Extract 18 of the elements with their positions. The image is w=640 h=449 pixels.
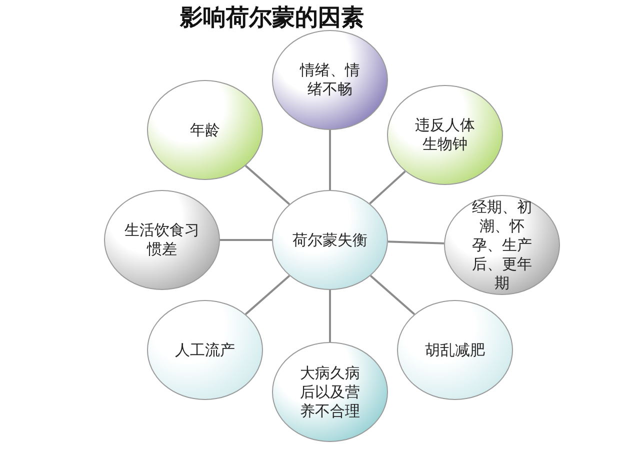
title: 影响荷尔蒙的因素 — [180, 4, 364, 33]
factor-circle: 违反人体生物钟 — [387, 85, 503, 185]
connector-line — [244, 164, 290, 206]
connector-line — [329, 130, 331, 190]
connector-line — [244, 274, 290, 316]
factor-circle: 荷尔蒙失衡 — [272, 190, 388, 290]
factor-circle: 胡乱减肥 — [397, 300, 513, 400]
connector-line — [388, 240, 444, 244]
factor-circle: 人工流产 — [147, 300, 263, 400]
factor-circle: 年龄 — [147, 80, 263, 180]
connector-line — [370, 274, 416, 316]
factor-circle: 经期、初潮、怀孕、生产后、更年期 — [444, 195, 560, 295]
connector-line — [220, 239, 272, 241]
connector-line — [329, 290, 331, 342]
connector-line — [369, 170, 406, 204]
factor-circle: 情绪、情绪不畅 — [272, 30, 388, 130]
factor-circle: 大病久病后以及营养不合理 — [272, 342, 388, 442]
factor-circle: 生活饮食习惯差 — [104, 190, 220, 290]
